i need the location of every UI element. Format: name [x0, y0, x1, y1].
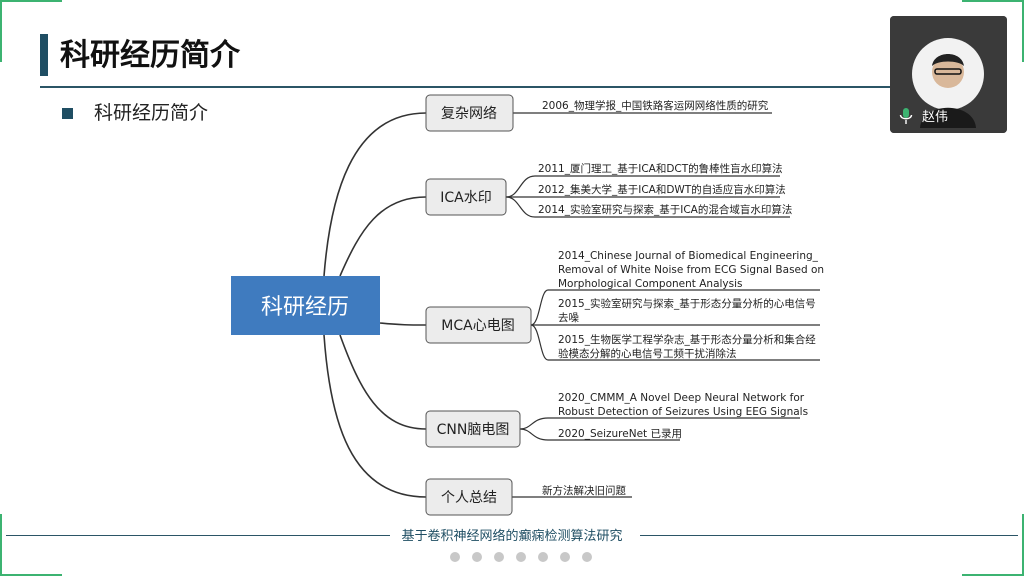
leaf-item: 2011_厦门理工_基于ICA和DCT的鲁棒性盲水印算法: [538, 162, 783, 175]
microphone-icon[interactable]: [898, 107, 914, 125]
corner-accent: [1022, 514, 1024, 576]
leaf-item-line: Removal of White Noise from ECG Signal B…: [558, 264, 824, 276]
pagination-dot[interactable]: [560, 552, 570, 562]
corner-accent: [0, 574, 62, 576]
pagination-dot[interactable]: [582, 552, 592, 562]
corner-accent: [0, 0, 2, 62]
title-accent-bar: [40, 34, 48, 76]
pagination-dot[interactable]: [516, 552, 526, 562]
branch-nodes: [425, 94, 532, 516]
branch-node-cnn: [425, 410, 521, 448]
leaf-item-line: Robust Detection of Seizures Using EEG S…: [558, 406, 808, 418]
slide-pagination: [450, 552, 592, 562]
pagination-dot[interactable]: [494, 552, 504, 562]
participant-video-tile[interactable]: 赵伟: [890, 16, 1007, 133]
corner-accent: [0, 0, 62, 2]
leaf-item-line: 验模态分解的心电信号工频干扰消除法: [558, 347, 737, 360]
leaf-item: 2014_实验室研究与探索_基于ICA的混合域盲水印算法: [538, 203, 792, 216]
pagination-dot[interactable]: [472, 552, 482, 562]
leaf-item-line: 去噪: [558, 312, 579, 324]
leaf-item-line: 2015_生物医学工程学杂志_基于形态分量分析和集合经: [558, 333, 816, 346]
leaf-item: 新方法解决旧问题: [542, 484, 626, 497]
corner-accent: [0, 514, 2, 576]
branch-label: MCA心电图: [441, 318, 514, 334]
pagination-dot[interactable]: [538, 552, 548, 562]
corner-accent: [962, 0, 1024, 2]
title-divider: [40, 86, 890, 88]
leaf-item-line: 2020_CMMM_A Novel Deep Neural Network fo…: [558, 392, 805, 404]
leaf-item-line: Morphological Component Analysis: [558, 278, 743, 290]
corner-accent: [962, 574, 1024, 576]
leaf-item: 2006_物理学报_中国铁路客运网网络性质的研究: [542, 99, 769, 112]
footer-divider-right: [640, 535, 1018, 536]
branch-node-complex-network: [425, 94, 514, 132]
participant-name: 赵伟: [922, 110, 949, 125]
footer-title: 基于卷积神经网络的癫痫检测算法研究: [401, 529, 623, 544]
branch-label: ICA水印: [440, 190, 491, 206]
branch-label: 个人总结: [441, 490, 497, 506]
participant-avatar: [890, 16, 1007, 133]
branch-node-summary: [425, 478, 513, 516]
pagination-dot[interactable]: [450, 552, 460, 562]
leaf-item-line: 2020_SeizureNet 已录用: [558, 428, 682, 440]
bullet-text: 科研经历简介: [94, 102, 209, 124]
leaf-item-line: 2015_实验室研究与探索_基于形态分量分析的心电信号: [558, 297, 816, 310]
mind-map-connectors: [323, 112, 427, 498]
mind-map-root-label: 科研经历: [261, 295, 349, 320]
leaf-connectors: [505, 112, 820, 498]
footer-divider-left: [6, 535, 390, 536]
corner-accent: [1022, 0, 1024, 62]
bullet-marker: [62, 108, 73, 119]
leaf-item-line: 2014_Chinese Journal of Biomedical Engin…: [558, 250, 819, 262]
branch-label: CNN脑电图: [437, 422, 510, 438]
mind-map-root-node: [231, 276, 380, 335]
leaf-item: 2012_集美大学_基于ICA和DWT的自适应盲水印算法: [538, 183, 786, 196]
branch-label: 复杂网络: [441, 105, 497, 122]
slide-title: 科研经历简介: [60, 38, 240, 73]
branch-node-mca: [425, 306, 532, 344]
branch-node-ica: [425, 178, 507, 216]
